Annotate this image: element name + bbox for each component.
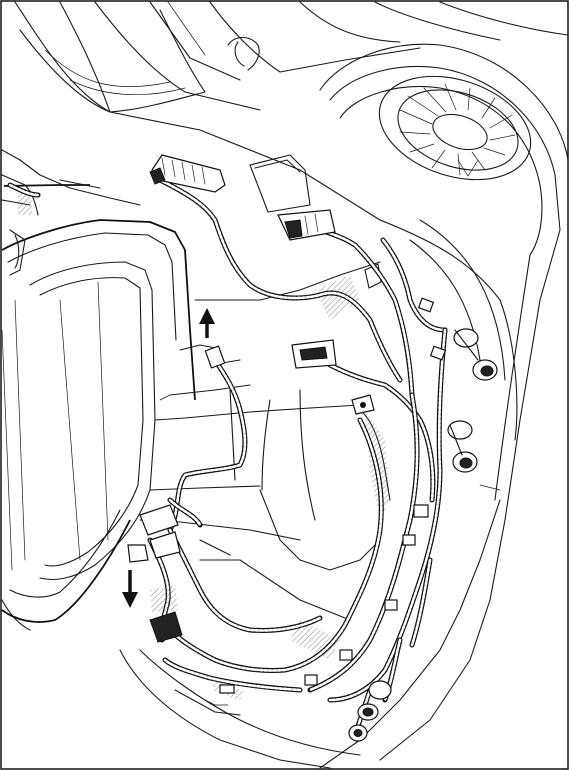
parking-sensor-2 bbox=[447, 420, 478, 473]
plate-light-connector bbox=[277, 209, 336, 241]
parking-sensor-4 bbox=[348, 724, 368, 742]
bumper-clips bbox=[219, 297, 447, 694]
parking-sensor-1 bbox=[453, 328, 498, 381]
panel-cover bbox=[249, 154, 311, 213]
up-arrow bbox=[199, 308, 215, 338]
wiring-harness bbox=[7, 177, 448, 738]
inline-connector bbox=[204, 345, 226, 369]
top-connector bbox=[149, 154, 226, 193]
harness-clip bbox=[351, 394, 375, 415]
center-connector bbox=[291, 339, 337, 369]
wheel bbox=[378, 75, 532, 181]
hinge-connector-cluster bbox=[127, 504, 183, 643]
tailgate bbox=[1, 174, 361, 623]
hatched-panel bbox=[315, 275, 360, 320]
parking-sensor-3 bbox=[357, 680, 392, 721]
wheel-spokes bbox=[399, 83, 516, 177]
down-arrow bbox=[122, 570, 138, 608]
connectors bbox=[127, 154, 498, 742]
